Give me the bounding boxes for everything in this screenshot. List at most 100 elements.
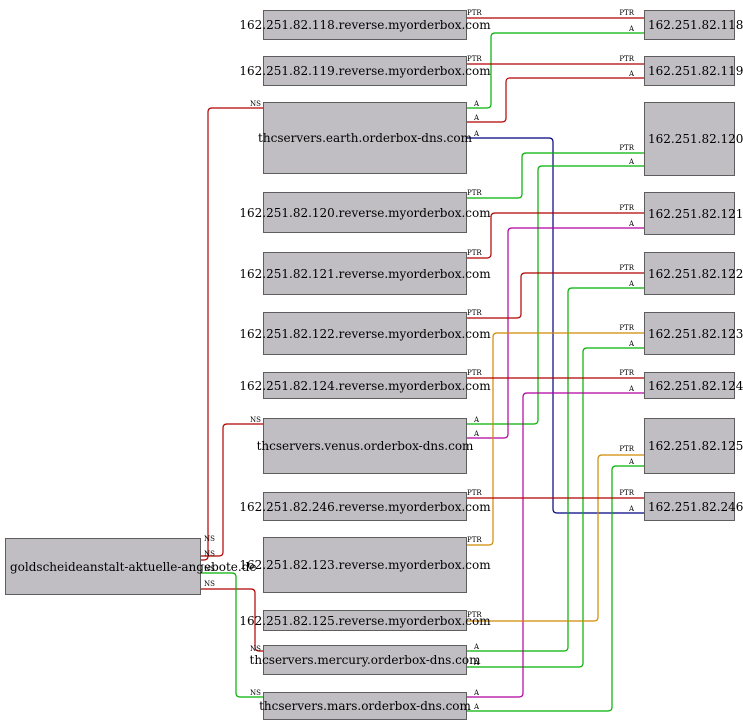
edge-label-end: NS xyxy=(250,416,261,424)
edge-line xyxy=(467,272,644,319)
edge-label-end: A xyxy=(628,25,635,33)
edge-label-start: A xyxy=(473,430,480,438)
edge-label-end: A xyxy=(628,340,635,348)
edge-label-start: PTR xyxy=(467,611,482,619)
edge-line xyxy=(467,392,644,698)
edge-line xyxy=(467,465,644,712)
edge-ns-domain-to-ns_earth: NS NS xyxy=(201,100,263,561)
node-ip-122[interactable]: 162.251.82.122 xyxy=(644,252,743,295)
edge-label-start: A xyxy=(473,659,480,667)
node-ip-121[interactable]: 162.251.82.121 xyxy=(644,192,743,235)
edge-ptr-rev_119-to-ip_119: PTR PTR xyxy=(467,55,644,65)
edge-label-start: A xyxy=(473,130,480,138)
edge-label-start: PTR xyxy=(467,9,482,17)
edge-label-end: A xyxy=(628,280,635,288)
edge-label-end: PTR xyxy=(619,369,634,377)
edge-label-start: PTR xyxy=(467,536,482,544)
edge-label-start: A xyxy=(473,643,480,651)
node-rev-121[interactable]: 162.251.82.121.reverse.myorderbox.com xyxy=(239,252,491,295)
edge-label-start: PTR xyxy=(467,369,482,377)
edge-line xyxy=(467,347,644,668)
edge-a-ns_earth-to-ip_119: AA xyxy=(467,70,644,123)
edge-ptr-rev_118-to-ip_118: PTR PTR xyxy=(467,9,644,19)
edge-a-ns_mars-to-ip_125: AA xyxy=(467,458,644,712)
edge-line xyxy=(467,212,644,259)
node-ip-120[interactable]: 162.251.82.120 xyxy=(644,102,743,176)
edge-label-start: NS xyxy=(204,580,215,588)
node-ip-123[interactable]: 162.251.82.123 xyxy=(644,312,743,355)
edge-label-end: A xyxy=(628,158,635,166)
edge-line xyxy=(467,332,644,546)
edge-line xyxy=(201,107,263,561)
edge-label-start: A xyxy=(473,689,480,697)
node-ns-mars[interactable]: thcservers.mars.orderbox-dns.com xyxy=(259,692,471,720)
edge-line xyxy=(201,572,263,698)
edge-a-ns_venus-to-ip_120: AA xyxy=(467,158,644,425)
edge-line xyxy=(467,32,644,109)
node-ip-119[interactable]: 162.251.82.119 xyxy=(644,56,743,86)
edge-label-start: A xyxy=(473,703,480,711)
node-rev-120[interactable]: 162.251.82.120.reverse.myorderbox.com xyxy=(239,192,491,233)
edge-line xyxy=(467,454,644,622)
node-ns-earth[interactable]: thcservers.earth.orderbox-dns.com xyxy=(258,102,472,174)
edge-ns-domain-to-ns_venus: NS NS xyxy=(201,416,263,558)
node-ip-246[interactable]: 162.251.82.246 xyxy=(644,492,743,521)
edge-label-start: PTR xyxy=(467,489,482,497)
edge-label-start: PTR xyxy=(467,189,482,197)
node-rev-118[interactable]: 162.251.82.118.reverse.myorderbox.com xyxy=(239,10,491,40)
node-rev-122[interactable]: 162.251.82.122.reverse.myorderbox.com xyxy=(239,312,491,355)
edge-ptr-rev_246-to-ip_246: PTR PTR xyxy=(467,489,644,499)
edge-label-start: PTR xyxy=(467,55,482,63)
edge-line xyxy=(201,423,263,557)
edge-label-end: PTR xyxy=(619,264,634,272)
node-domain[interactable]: goldscheideanstalt-aktuelle-angebote.de xyxy=(5,538,257,595)
edge-a-ns_earth-to-ip_246: AA xyxy=(467,130,644,514)
edge-label-end: PTR xyxy=(619,489,634,497)
edge-label-end: PTR xyxy=(619,204,634,212)
edge-label-start: A xyxy=(473,114,480,122)
node-rev-123[interactable]: 162.251.82.123.reverse.myorderbox.com xyxy=(239,537,491,593)
edge-label-end: NS xyxy=(250,100,261,108)
edge-line xyxy=(467,287,644,652)
edge-label-end: PTR xyxy=(619,324,634,332)
edge-ptr-rev_124-to-ip_124: PTR PTR xyxy=(467,369,644,379)
edge-label-start: NS xyxy=(204,565,215,573)
edge-ptr-rev_122-to-ip_122: PTR PTR xyxy=(467,264,644,319)
node-ns-venus[interactable]: thcservers.venus.orderbox-dns.com xyxy=(257,418,473,474)
edge-label-end: PTR xyxy=(619,55,634,63)
edge-label-start: A xyxy=(473,100,480,108)
node-ip-118[interactable]: 162.251.82.118 xyxy=(644,10,743,40)
edge-line xyxy=(467,77,644,123)
edge-ns-domain-to-ns_mercury: NS NS xyxy=(201,580,263,653)
edge-line xyxy=(201,588,263,652)
node-ip-125[interactable]: 162.251.82.125 xyxy=(644,418,743,474)
edge-label-end: NS xyxy=(250,645,261,653)
node-rev-246[interactable]: 162.251.82.246.reverse.myorderbox.com xyxy=(239,492,491,521)
edge-a-ns_mercury-to-ip_122: AA xyxy=(467,280,644,652)
node-rev-119[interactable]: 162.251.82.119.reverse.myorderbox.com xyxy=(239,56,491,86)
edge-label-end: A xyxy=(628,505,635,513)
edge-line xyxy=(467,137,644,514)
edge-label-end: PTR xyxy=(619,9,634,17)
edge-ptr-rev_123-to-ip_123: PTR PTR xyxy=(467,324,644,546)
edge-label-start: NS xyxy=(204,550,215,558)
edge-ptr-rev_125-to-ip_125: PTR PTR xyxy=(467,445,644,622)
edge-a-ns_earth-to-ip_118: AA xyxy=(467,25,644,109)
node-rev-124[interactable]: 162.251.82.124.reverse.myorderbox.com xyxy=(239,372,491,399)
edge-line xyxy=(467,165,644,425)
edge-label-end: PTR xyxy=(619,445,634,453)
node-ip-124[interactable]: 162.251.82.124 xyxy=(644,372,743,399)
edge-label-end: A xyxy=(628,385,635,393)
node-rev-125[interactable]: 162.251.82.125.reverse.myorderbox.com xyxy=(239,610,491,631)
edge-ns-domain-to-ns_mars: NS NS xyxy=(201,565,263,698)
edge-label-start: NS xyxy=(204,535,215,543)
edge-a-ns_mercury-to-ip_123: AA xyxy=(467,340,644,668)
node-ns-mercury[interactable]: thcservers.mercury.orderbox-dns.com xyxy=(250,645,480,675)
edge-label-end: A xyxy=(628,70,635,78)
edge-a-ns_mars-to-ip_124: AA xyxy=(467,385,644,698)
edge-label-start: PTR xyxy=(467,309,482,317)
